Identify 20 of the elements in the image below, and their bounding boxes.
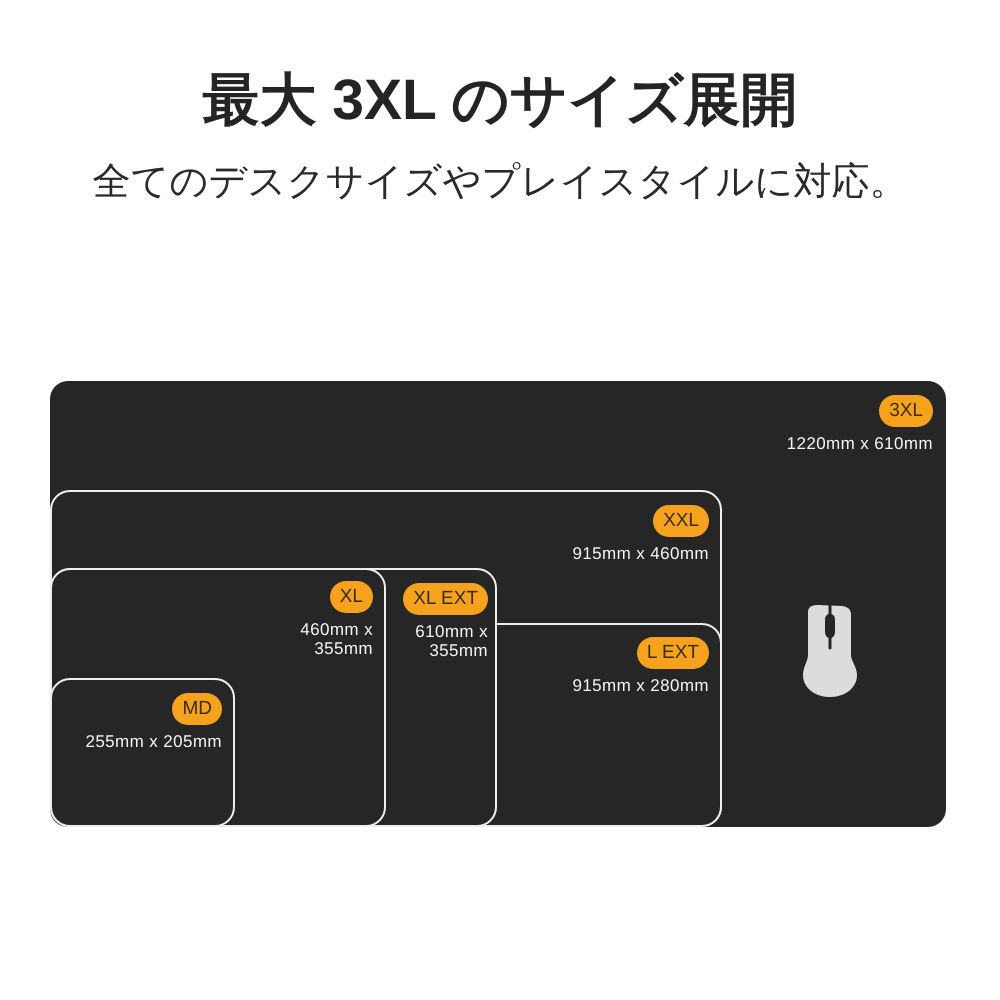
dimension-text: 1220mm x 610mm bbox=[786, 434, 933, 453]
size-outline bbox=[50, 568, 497, 827]
dimension-text: 460mm x 355mm bbox=[299, 620, 373, 658]
dimension-text: 610mm x 355mm bbox=[414, 622, 488, 660]
title: 最大 3XL のサイズ展開 bbox=[202, 68, 798, 132]
size-outline bbox=[497, 623, 722, 827]
size-badge: MD bbox=[172, 693, 222, 725]
size-badge: XXL bbox=[653, 505, 709, 537]
size-outline bbox=[50, 678, 235, 827]
size-badge: 3XL bbox=[879, 395, 933, 427]
dimension-text: 915mm x 280mm bbox=[572, 676, 709, 695]
dimension-text: 915mm x 460mm bbox=[572, 544, 709, 563]
size-badge: XL bbox=[330, 581, 373, 613]
subtitle: 全てのデスクサイズやプレイスタイルに対応。 bbox=[92, 160, 908, 205]
size-panel bbox=[50, 381, 946, 827]
size-outline bbox=[50, 490, 722, 827]
size-outline bbox=[50, 568, 386, 827]
size-badge: XL EXT bbox=[403, 583, 488, 615]
dimension-text: 255mm x 205mm bbox=[85, 732, 222, 751]
size-badge: L EXT bbox=[636, 637, 709, 669]
